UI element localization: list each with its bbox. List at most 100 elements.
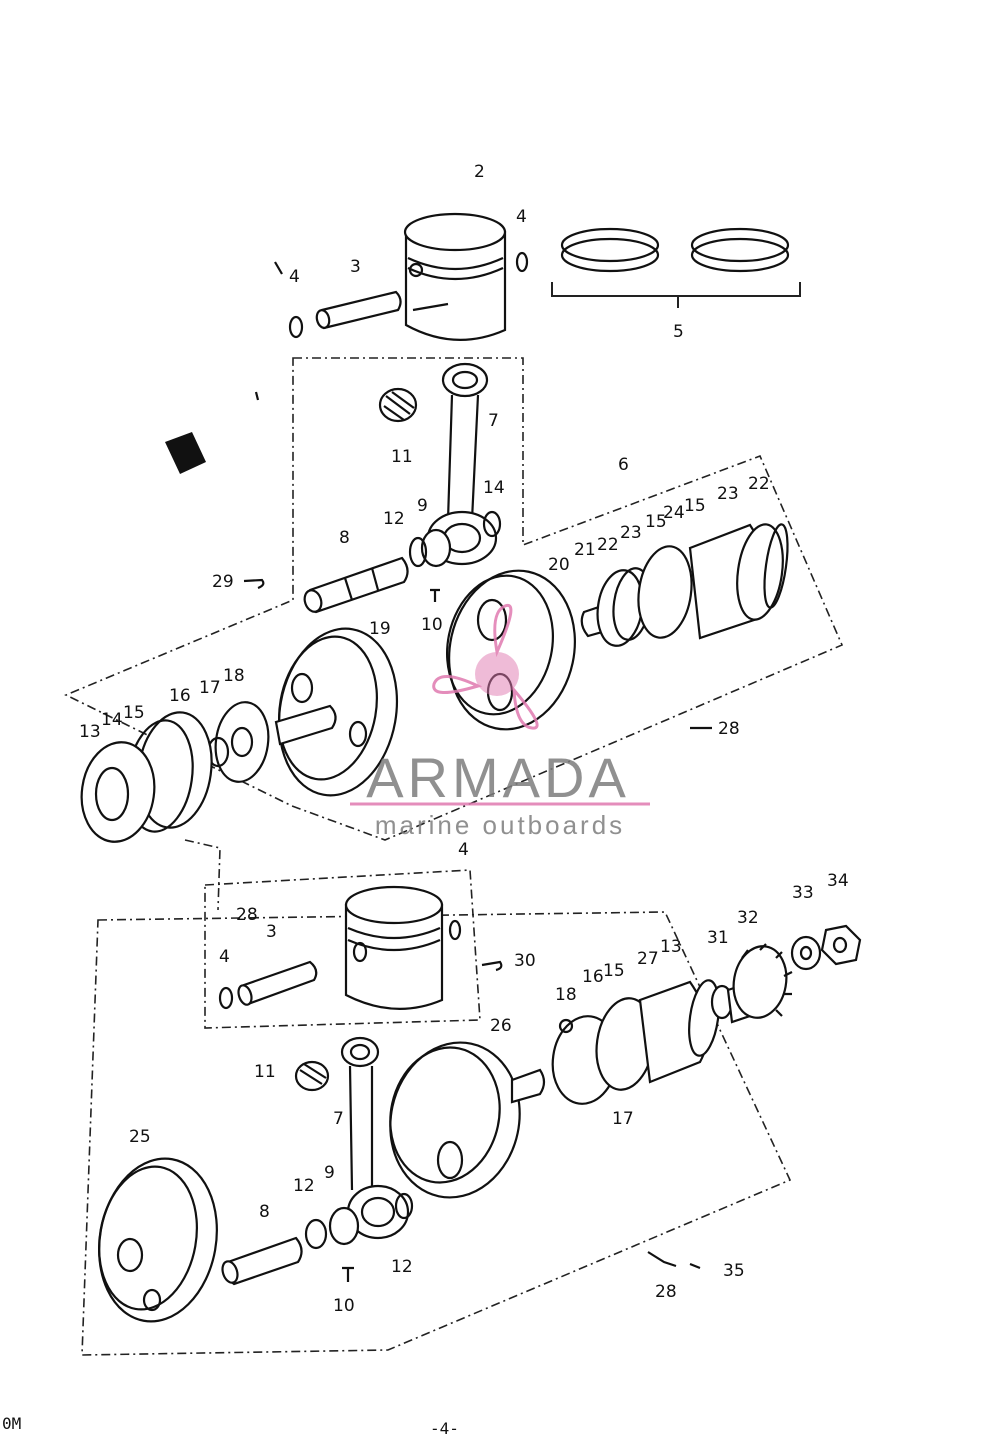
crank-web-25 bbox=[98, 1157, 218, 1323]
callout-13-a: 13 bbox=[79, 722, 101, 742]
crank-pin-upper bbox=[303, 556, 409, 614]
part-35 bbox=[647, 1251, 701, 1270]
callout-8-b: 8 bbox=[259, 1202, 270, 1222]
callout-15-d: 15 bbox=[603, 961, 625, 981]
part-29 bbox=[243, 578, 265, 590]
footer-code: 0M bbox=[2, 1414, 21, 1433]
callout-4-d: 4 bbox=[219, 947, 230, 967]
nut-34 bbox=[820, 924, 862, 966]
callout-2: 2 bbox=[474, 162, 485, 182]
callout-35: 35 bbox=[723, 1261, 745, 1281]
callout-27: 27 bbox=[637, 949, 659, 969]
callout-12-c: 12 bbox=[391, 1257, 413, 1277]
callout-13-b: 13 bbox=[660, 937, 682, 957]
leader-line-28 bbox=[184, 839, 221, 911]
right-shaft-stack bbox=[580, 523, 789, 647]
circlip-upper-right bbox=[515, 251, 529, 273]
crank-web-26 bbox=[389, 1041, 546, 1199]
callout-16-a: 16 bbox=[169, 686, 191, 706]
piston-upper bbox=[403, 212, 507, 341]
big-end-bearing-upper bbox=[408, 510, 502, 568]
callout-12-a: 12 bbox=[383, 509, 405, 529]
crank-pin-lower bbox=[221, 1236, 303, 1286]
callout-15-c: 15 bbox=[123, 703, 145, 723]
callout-14-a: 14 bbox=[483, 478, 505, 498]
needle-bearing-small-upper bbox=[378, 387, 418, 423]
callout-23-b: 23 bbox=[717, 484, 739, 504]
piston-lower bbox=[344, 885, 444, 1010]
callout-19: 19 bbox=[369, 619, 391, 639]
callout-25: 25 bbox=[129, 1127, 151, 1147]
lower-piston-group-outline bbox=[204, 869, 481, 1029]
callout-23-a: 23 bbox=[620, 523, 642, 543]
callout-32: 32 bbox=[737, 908, 759, 928]
callout-28-b: 28 bbox=[236, 905, 258, 925]
callout-21: 21 bbox=[574, 540, 596, 560]
callout-11-b: 11 bbox=[254, 1062, 276, 1082]
callout-14-b: 14 bbox=[101, 710, 123, 730]
callout-22-b: 22 bbox=[748, 474, 770, 494]
callout-24: 24 bbox=[663, 503, 685, 523]
callout-6: 6 bbox=[618, 455, 629, 475]
callout-29: 29 bbox=[212, 572, 234, 592]
callout-5: 5 bbox=[673, 322, 684, 342]
big-end-bearing-lower bbox=[304, 1192, 414, 1250]
callout-16-b: 16 bbox=[582, 967, 604, 987]
callout-34: 34 bbox=[827, 871, 849, 891]
callout-11-a: 11 bbox=[391, 447, 413, 467]
callout-28-a: 28 bbox=[718, 719, 740, 739]
callout-7-b: 7 bbox=[333, 1109, 344, 1129]
circlip-lower-right bbox=[448, 919, 462, 941]
lower-crank-group-outline bbox=[81, 911, 792, 1356]
callout-4-c: 4 bbox=[458, 840, 469, 860]
stray-mark bbox=[165, 432, 206, 474]
callout-17-b: 17 bbox=[612, 1109, 634, 1129]
callout-4-a: 4 bbox=[516, 207, 527, 227]
callout-15-b: 15 bbox=[684, 496, 706, 516]
callout-20: 20 bbox=[548, 555, 570, 575]
callout-22-a: 22 bbox=[597, 535, 619, 555]
callout-labels: 2 4 4 3 5 7 11 6 12 9 14 8 29 10 20 21 2… bbox=[79, 162, 849, 1316]
callout-18-b: 18 bbox=[555, 985, 577, 1005]
page-number: -4- bbox=[430, 1419, 459, 1438]
part-30 bbox=[481, 960, 503, 972]
callout-28-c: 28 bbox=[655, 1282, 677, 1302]
callout-9-b: 9 bbox=[324, 1163, 335, 1183]
key-10-lower bbox=[342, 1266, 354, 1282]
circlip-upper-left bbox=[288, 315, 304, 339]
washer-33-hole bbox=[799, 945, 813, 961]
watermark-title: ARMADA bbox=[366, 746, 630, 809]
callout-8-a: 8 bbox=[339, 528, 350, 548]
callout-30: 30 bbox=[514, 951, 536, 971]
piston-pin-upper bbox=[315, 290, 402, 330]
callout-4-b: 4 bbox=[289, 267, 300, 287]
callout-7-a: 7 bbox=[488, 411, 499, 431]
callout-10-a: 10 bbox=[421, 615, 443, 635]
crank-web-19 bbox=[274, 627, 399, 797]
key-10-upper bbox=[430, 588, 440, 602]
piston-ring-set bbox=[560, 227, 790, 273]
callout-17-a: 17 bbox=[199, 678, 221, 698]
watermark-subtitle: marine outboards bbox=[375, 810, 625, 840]
callout-31: 31 bbox=[707, 928, 729, 948]
callout-18-a: 18 bbox=[223, 666, 245, 686]
ring-set-bracket bbox=[551, 282, 801, 308]
callout-9-a: 9 bbox=[417, 496, 428, 516]
callout-3-a: 3 bbox=[350, 257, 361, 277]
upper-crank-group-outline bbox=[64, 357, 844, 841]
left-shaft-stack bbox=[80, 701, 270, 843]
nut-34-hole bbox=[832, 936, 848, 954]
callout-12-b: 12 bbox=[293, 1176, 315, 1196]
propeller-logo bbox=[432, 603, 539, 730]
callout-10-b: 10 bbox=[333, 1296, 355, 1316]
washer-33 bbox=[790, 935, 822, 971]
needle-bearing-small-lower bbox=[294, 1060, 330, 1092]
watermark: ARMADA marine outboards bbox=[350, 603, 650, 840]
lower-right-shaft-stack bbox=[551, 978, 763, 1105]
callout-33: 33 bbox=[792, 883, 814, 903]
callout-15-a: 15 bbox=[645, 512, 667, 532]
circlip-lower-left bbox=[218, 986, 234, 1010]
callout-3-b: 3 bbox=[266, 922, 277, 942]
piston-pin-lower bbox=[237, 960, 318, 1006]
